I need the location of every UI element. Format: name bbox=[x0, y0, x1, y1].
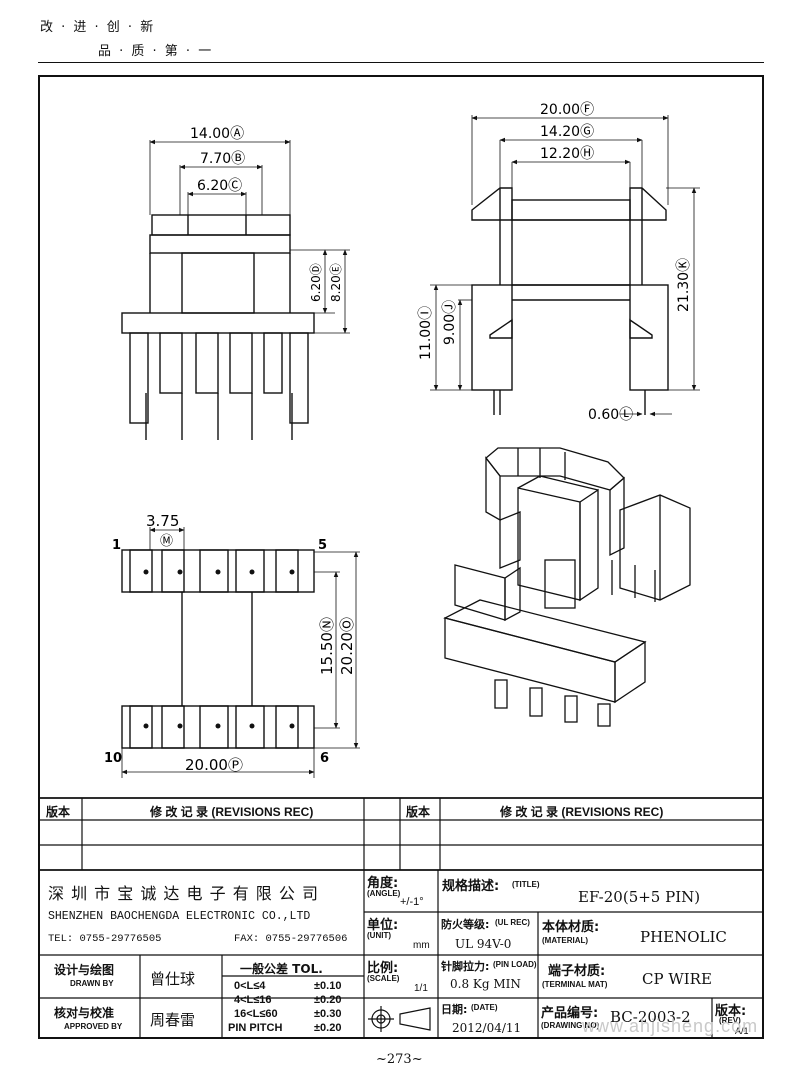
pinload-label-cn: 针脚拉力: bbox=[441, 960, 490, 973]
drawing-frame bbox=[38, 75, 764, 1039]
drawno-label-en: (DRAWING NO) bbox=[541, 1021, 600, 1030]
tol-value-2: ±0.30 bbox=[314, 1008, 342, 1020]
pinload-value: 0.8 Kg MIN bbox=[450, 977, 521, 991]
drawno-label-cn: 产品编号: bbox=[541, 1006, 599, 1021]
material-value: PHENOLIC bbox=[640, 928, 727, 946]
rev-label-cn: 版本: bbox=[715, 1004, 747, 1019]
dim-e-label: 8.20Ⓔ bbox=[329, 263, 343, 302]
rev-col-record-right: 修 改 记 录 (REVISIONS REC) bbox=[500, 805, 664, 819]
pinload-label-en: (PIN LOAD) bbox=[493, 960, 537, 969]
title-label-cn: 规格描述: bbox=[442, 879, 500, 894]
pin-10-label: 10 bbox=[104, 751, 122, 766]
tol-value-3: ±0.20 bbox=[314, 1022, 342, 1034]
rev-label-en: (REV) bbox=[719, 1016, 741, 1025]
terminal-label-cn: 端子材质: bbox=[548, 964, 606, 979]
dim-d-label: 6.20Ⓓ bbox=[309, 263, 323, 302]
unit-label-cn: 单位: bbox=[367, 918, 399, 933]
pin-6-label: 6 bbox=[320, 751, 329, 766]
title-label-en: (TITLE) bbox=[512, 880, 540, 889]
technical-drawing: 14.00Ⓐ 7.70Ⓑ 6.20Ⓒ 6.20Ⓓ 8.20Ⓔ bbox=[104, 102, 700, 778]
drawn-label-en: DRAWN BY bbox=[70, 979, 114, 988]
rev-value: A/1 bbox=[735, 1026, 749, 1036]
dim-l-label: 0.60Ⓛ bbox=[588, 407, 633, 423]
scale-label-en: (SCALE) bbox=[367, 974, 400, 983]
ul-value: UL 94V-0 bbox=[455, 937, 512, 951]
tol-value-0: ±0.10 bbox=[314, 980, 342, 992]
dim-p-label: 20.00Ⓟ bbox=[185, 756, 243, 774]
dim-m-label: Ⓜ bbox=[160, 534, 173, 549]
angle-label-cn: 角度: bbox=[367, 876, 399, 891]
header-underline bbox=[38, 62, 764, 63]
dim-n-label: 15.50Ⓝ bbox=[318, 617, 336, 675]
side-view bbox=[430, 115, 700, 417]
terminal-value: CP WIRE bbox=[642, 970, 712, 988]
date-label-en: (DATE) bbox=[471, 1003, 498, 1012]
tol-value-1: ±0.20 bbox=[314, 994, 342, 1006]
drawno-value: BC-2003-2 bbox=[610, 1008, 691, 1026]
dim-m-value: 3.75 bbox=[146, 512, 179, 530]
unit-value: mm bbox=[413, 940, 430, 951]
company-fax: FAX: 0755-29776506 bbox=[234, 933, 348, 945]
bottom-view bbox=[121, 527, 360, 778]
terminal-label-en: (TERMINAL MAT) bbox=[542, 980, 608, 989]
approved-label-en: APPROVED BY bbox=[64, 1022, 123, 1031]
pin-1-label: 1 bbox=[112, 538, 121, 553]
dim-i-label: 11.00Ⓘ bbox=[418, 306, 434, 360]
dim-o-label: 20.20Ⓞ bbox=[338, 617, 356, 675]
date-value: 2012/04/11 bbox=[452, 1021, 522, 1035]
dim-f-label: 20.00Ⓕ bbox=[540, 102, 594, 118]
dim-c-label: 6.20Ⓒ bbox=[197, 178, 242, 194]
company-name-cn: 深 圳 市 宝 诚 达 电 子 有 限 公 司 bbox=[48, 884, 319, 903]
tolerance-title: 一般公差 TOL. bbox=[240, 962, 323, 976]
tol-range-1: 4<L≤16 bbox=[234, 994, 272, 1006]
drawn-label-cn: 设计与绘图 bbox=[54, 963, 115, 977]
watermark: www.ahjisheng.com bbox=[582, 1016, 759, 1036]
ul-label-en: (UL REC) bbox=[495, 918, 530, 927]
drawn-value: 曾仕球 bbox=[150, 970, 196, 988]
pin-5-label: 5 bbox=[318, 538, 327, 553]
tol-range-0: 0<L≤4 bbox=[234, 980, 266, 992]
material-label-en: (MATERIAL) bbox=[542, 936, 589, 945]
dim-b-label: 7.70Ⓑ bbox=[200, 151, 245, 167]
dim-a-label: 14.00Ⓐ bbox=[190, 126, 244, 142]
projection-symbol-icon bbox=[368, 1006, 431, 1032]
company-name-en: SHENZHEN BAOCHENGDA ELECTRONIC CO.,LTD bbox=[48, 910, 311, 923]
title-value: EF-20(5+5 PIN) bbox=[578, 888, 701, 906]
dim-k-label: 21.30Ⓚ bbox=[676, 258, 692, 312]
unit-label-en: (UNIT) bbox=[367, 931, 391, 940]
rev-col-record-left: 修 改 记 录 (REVISIONS REC) bbox=[150, 805, 314, 819]
ul-label-cn: 防火等级: bbox=[441, 918, 490, 931]
approved-label-cn: 核对与校准 bbox=[54, 1006, 115, 1020]
company-tel: TEL: 0755-29776505 bbox=[48, 933, 162, 945]
rev-col-version-right: 版本 bbox=[406, 805, 431, 819]
material-label-cn: 本体材质: bbox=[542, 920, 600, 935]
slogan-line-2: 品 · 质 · 第 · 一 bbox=[98, 44, 214, 59]
rev-col-version-left: 版本 bbox=[46, 805, 71, 819]
tol-range-3: PIN PITCH bbox=[228, 1022, 283, 1034]
angle-label-en: (ANGLE) bbox=[367, 889, 401, 898]
angle-value: +/-1° bbox=[400, 896, 424, 908]
dim-h-label: 12.20Ⓗ bbox=[540, 146, 594, 162]
page-number: ~273~ bbox=[376, 1052, 423, 1067]
approved-value: 周春雷 bbox=[150, 1011, 196, 1029]
tol-range-2: 16<L≤60 bbox=[234, 1008, 278, 1020]
date-label-cn: 日期: bbox=[441, 1003, 468, 1016]
pin-dots bbox=[143, 569, 295, 729]
scale-label-cn: 比例: bbox=[367, 961, 399, 976]
dim-g-label: 14.20Ⓖ bbox=[540, 124, 594, 140]
front-view bbox=[121, 139, 350, 440]
dim-j-label: 9.00Ⓙ bbox=[442, 300, 458, 345]
isometric-view bbox=[443, 447, 691, 727]
slogan-line-1: 改 · 进 · 创 · 新 bbox=[40, 20, 156, 35]
scale-value: 1/1 bbox=[414, 983, 428, 994]
